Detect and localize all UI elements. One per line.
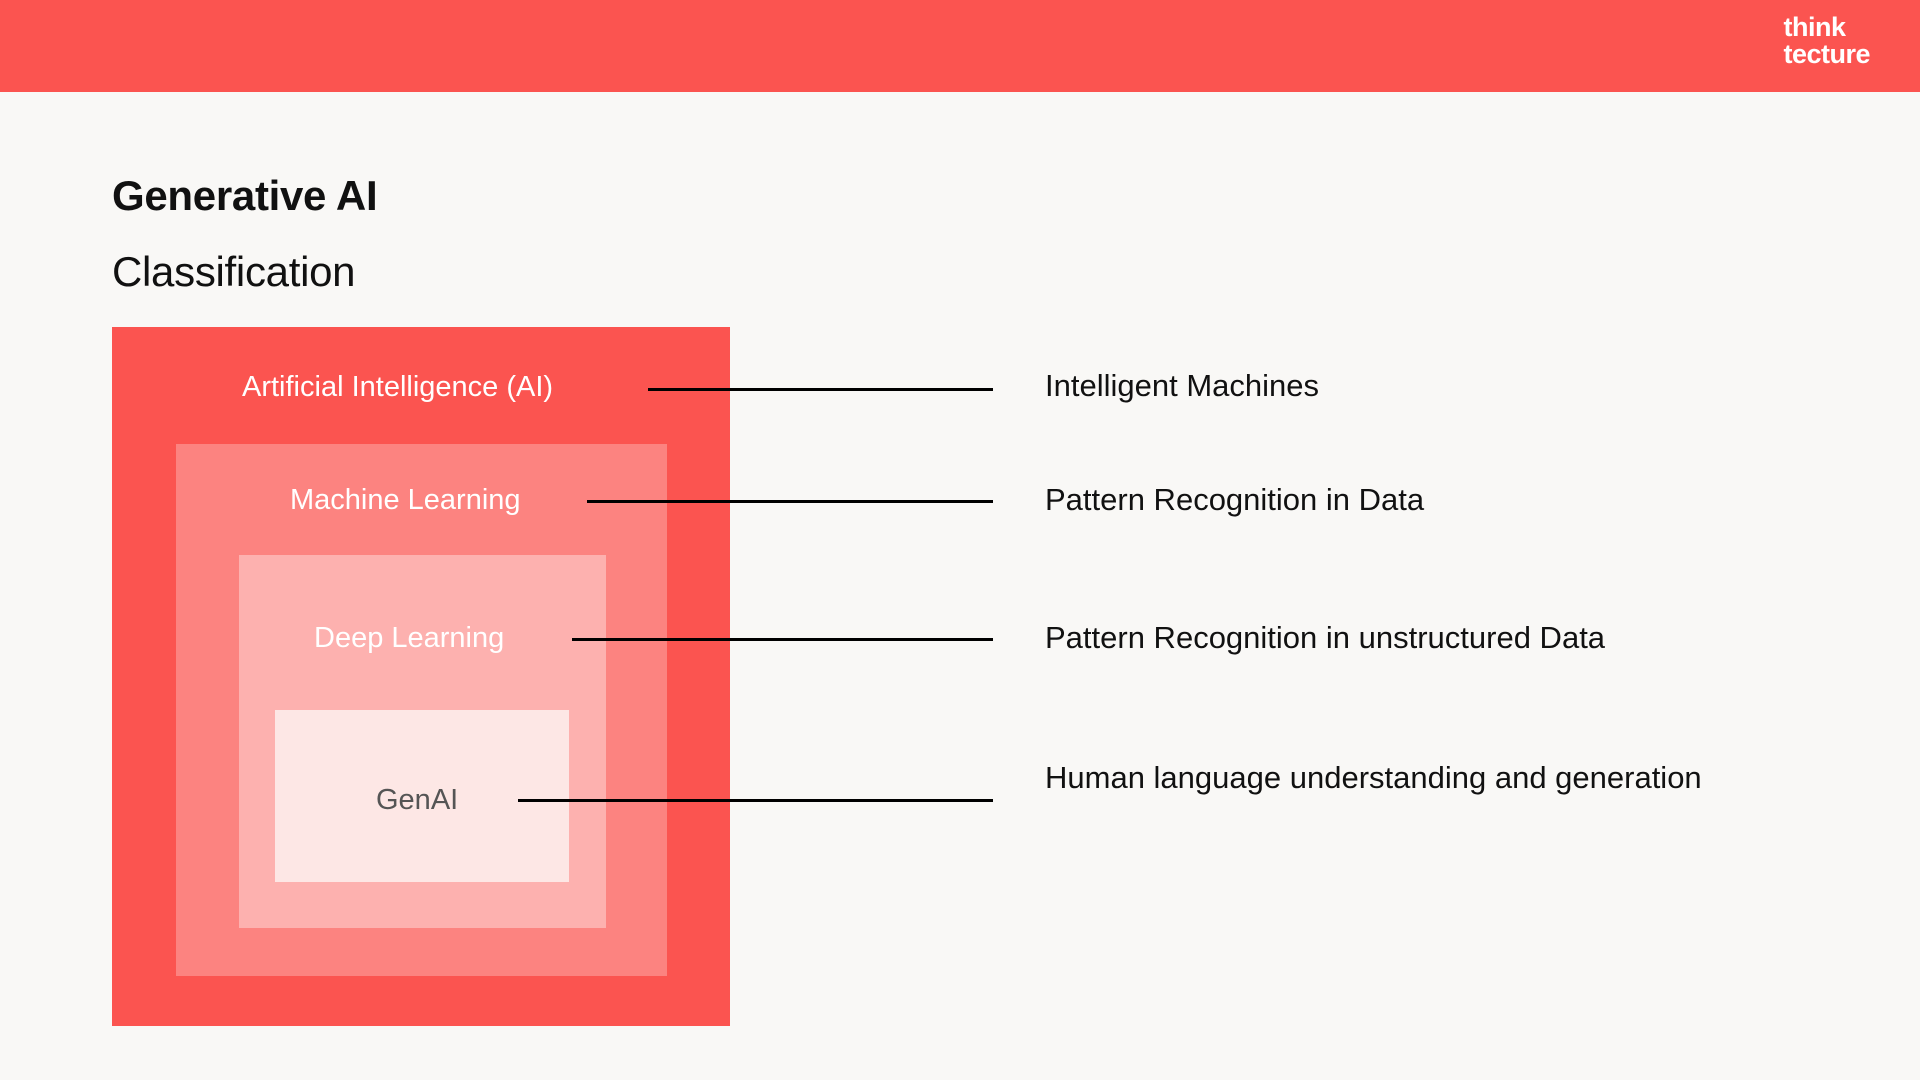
connector-line-machine-learning	[587, 500, 993, 503]
layer-label-artificial-intelligence: Artificial Intelligence (AI)	[242, 371, 554, 403]
description-genai: Human language understanding and generat…	[1045, 760, 1702, 795]
layer-label-genai: GenAI	[376, 784, 459, 816]
description-artificial-intelligence: Intelligent Machines	[1045, 368, 1319, 403]
page-title: Generative AI	[112, 172, 378, 219]
layer-genai	[275, 710, 569, 882]
connector-line-genai	[518, 799, 993, 802]
connector-line-artificial-intelligence	[648, 388, 993, 391]
brand-bar: think tecture	[0, 0, 1920, 92]
layer-label-deep-learning: Deep Learning	[314, 622, 505, 654]
logo-line-tecture: tecture	[1783, 39, 1870, 69]
connector-line-deep-learning	[572, 638, 993, 641]
layer-label-machine-learning: Machine Learning	[290, 484, 521, 516]
logo-line-think: think	[1783, 12, 1846, 42]
description-machine-learning: Pattern Recognition in Data	[1045, 482, 1425, 517]
thinktecture-logo: think tecture	[1783, 14, 1870, 68]
description-deep-learning: Pattern Recognition in unstructured Data	[1045, 620, 1606, 655]
page-subtitle: Classification	[112, 248, 356, 295]
